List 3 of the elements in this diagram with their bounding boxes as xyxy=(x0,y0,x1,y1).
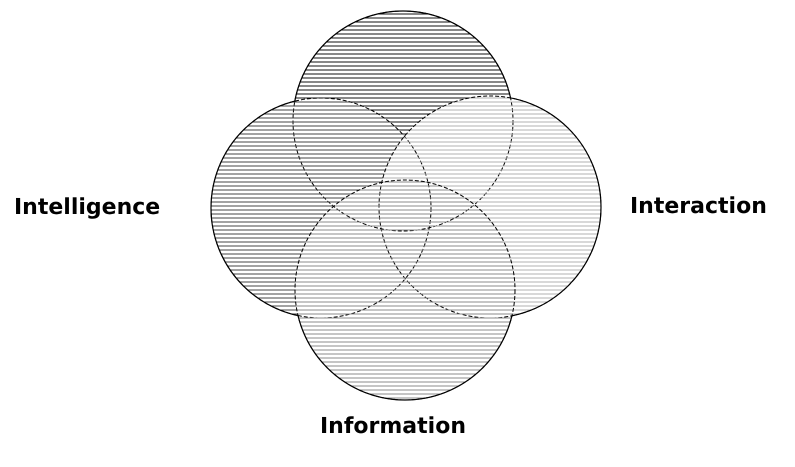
circle-label: Interaction xyxy=(630,194,767,219)
circle-label: Information xyxy=(320,414,466,439)
circle-label: Intelligence xyxy=(14,195,160,220)
